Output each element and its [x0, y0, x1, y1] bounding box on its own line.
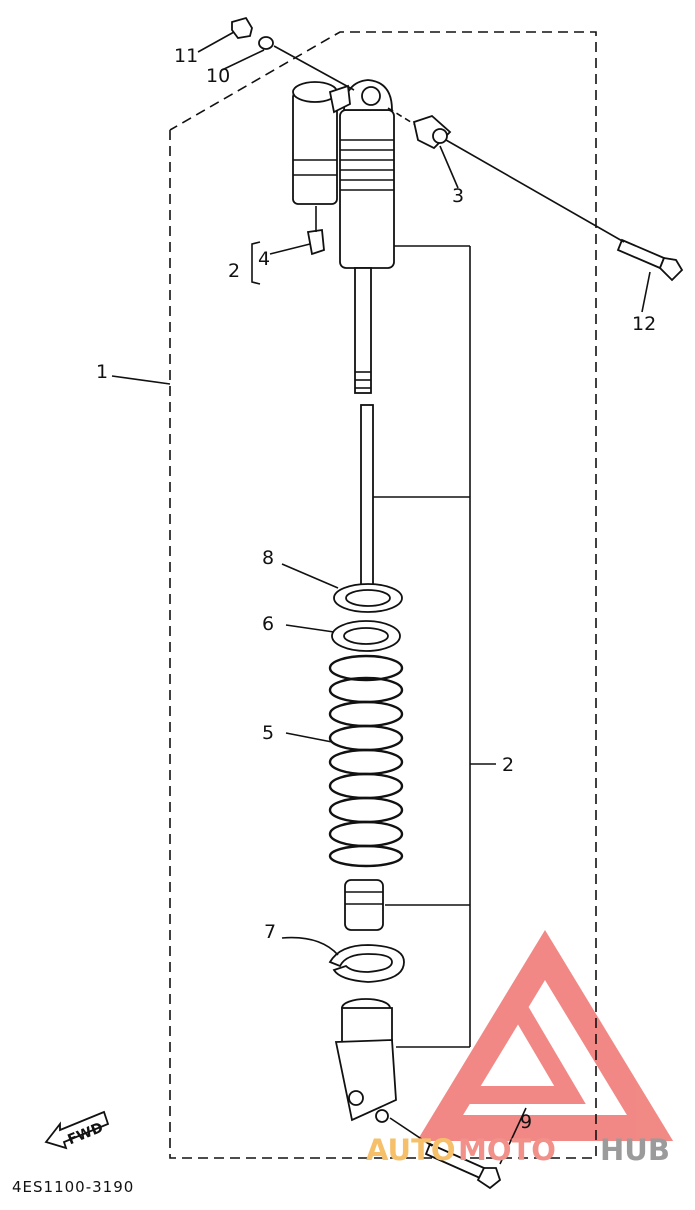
callout-5: 5	[262, 722, 274, 744]
spring-seat-part-7	[328, 944, 405, 983]
nut-part-11	[231, 16, 253, 39]
bump-stop	[344, 879, 384, 931]
callout-7: 7	[264, 921, 276, 943]
bracket-part-2	[251, 241, 496, 1048]
assembly-outline	[169, 31, 597, 1159]
callout-6: 6	[262, 613, 274, 635]
washer-part-10	[258, 36, 274, 50]
callout-12: 12	[632, 313, 656, 335]
valve-part-4	[306, 228, 325, 256]
lower-clevis	[334, 998, 397, 1123]
callout-2-right: 2	[502, 754, 514, 776]
watermark-text-moto: MOTO	[458, 1133, 556, 1167]
callout-3: 3	[452, 185, 464, 207]
fwd-arrow-icon: FWD	[44, 1110, 110, 1150]
watermark-text-hub: HUB	[600, 1133, 670, 1167]
bolt-part-12	[616, 238, 684, 282]
watermark-inner-triangle-icon	[442, 982, 586, 1104]
shock-shaft-upper	[354, 267, 372, 394]
watermark-text: AUTO MOTO HUB	[366, 1133, 670, 1167]
spring-part-5	[328, 654, 404, 868]
callout-8: 8	[262, 547, 274, 569]
adjuster-nut-part-8	[333, 583, 403, 613]
shock-body	[292, 79, 395, 269]
watermark-logo	[416, 929, 674, 1141]
lock-nut-part-6	[331, 620, 401, 652]
drawing-code: 4ES1100-3190	[12, 1178, 134, 1196]
callout-10: 10	[206, 65, 230, 87]
callout-4: 4	[258, 248, 270, 270]
bushing-part-3	[412, 114, 452, 150]
watermark-text-auto: AUTO	[366, 1133, 456, 1167]
callout-9: 9	[520, 1111, 532, 1133]
callout-2-top: 2	[228, 260, 240, 282]
shock-rod	[360, 404, 374, 591]
callout-11: 11	[174, 45, 198, 67]
callout-1: 1	[96, 361, 108, 383]
bolt-part-9	[424, 1142, 502, 1190]
